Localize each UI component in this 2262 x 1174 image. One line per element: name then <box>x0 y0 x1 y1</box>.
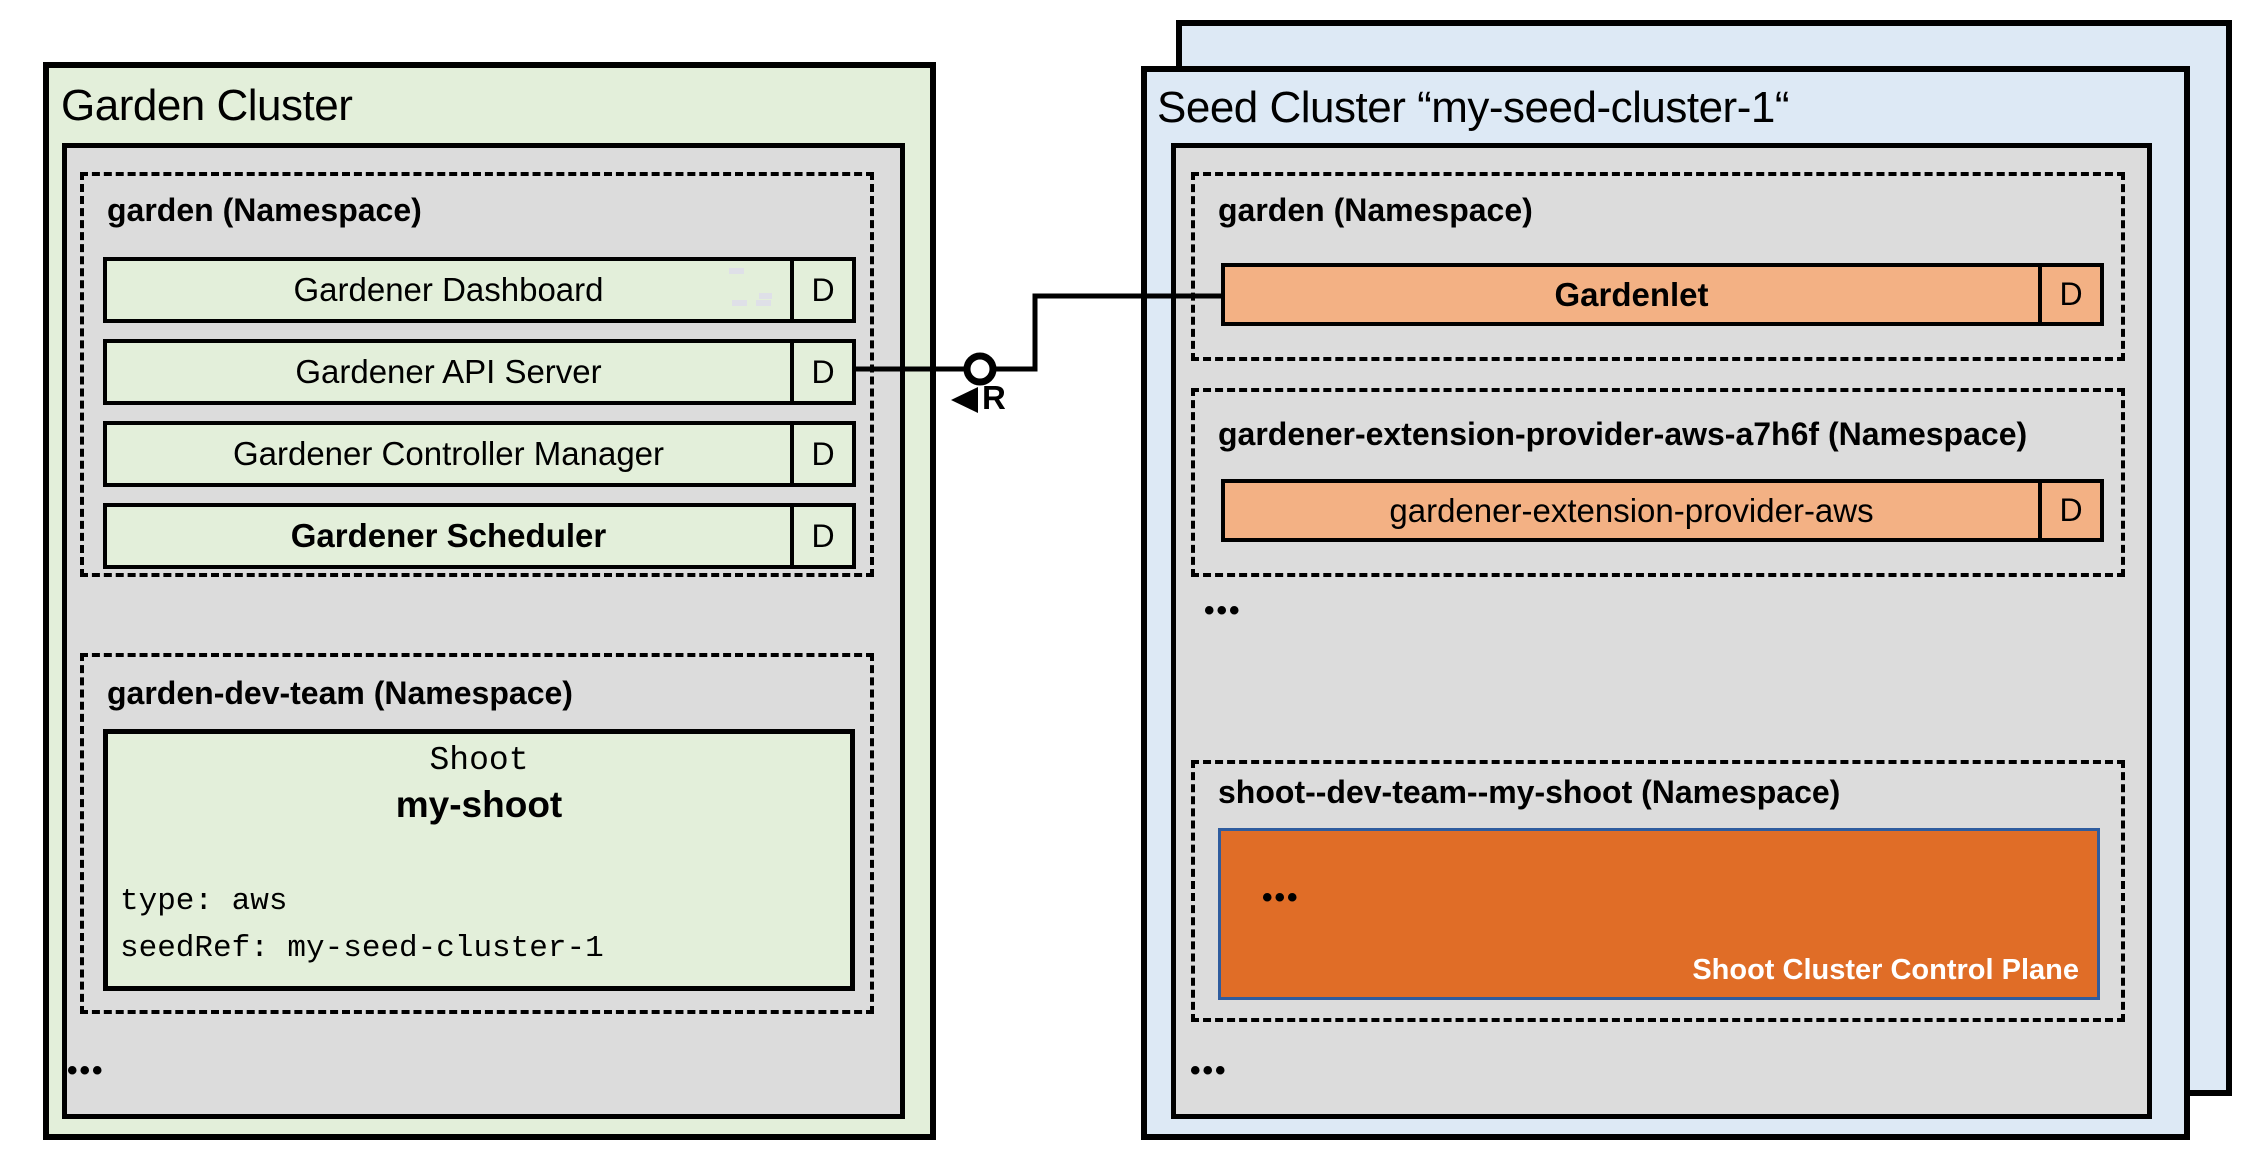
namespace-garden-seed: garden (Namespace) Gardenlet D <box>1191 172 2125 361</box>
component-label: gardener-extension-provider-aws <box>1389 491 1874 529</box>
deployment-badge: D <box>2038 483 2100 538</box>
component-label: Gardener Dashboard <box>293 271 604 308</box>
seed-cluster: Seed Cluster “my-seed-cluster-1“ garden … <box>1141 66 2190 1140</box>
deployment-badge: D <box>790 261 852 319</box>
more-namespaces-indicator: ••• <box>1204 594 1242 627</box>
deployment-badge: D <box>790 343 852 401</box>
garden-cluster: Garden Cluster garden (Namespace) Garden… <box>43 62 936 1140</box>
reconcile-label: R <box>982 379 1006 416</box>
more-resources-indicator: ••• <box>67 1054 105 1087</box>
component-label: Gardener Controller Manager <box>232 435 665 472</box>
component-extension-provider-aws: gardener-extension-provider-aws D <box>1221 479 2104 542</box>
component-gardener-controller-manager: Gardener Controller Manager D <box>103 421 856 487</box>
namespace-garden-label: garden (Namespace) <box>107 192 422 228</box>
namespace-extension-provider-aws: gardener-extension-provider-aws-a7h6f (N… <box>1191 388 2125 577</box>
component-label: Gardenlet <box>1554 275 1709 313</box>
shoot-resource-card: Shoot my-shoot type: aws seedRef: my-see… <box>103 729 855 991</box>
namespace-garden-dev-team: garden-dev-team (Namespace) Shoot my-sho… <box>80 653 874 1014</box>
component-label: Gardener API Server <box>295 353 602 390</box>
component-label: Gardener Scheduler <box>290 517 607 554</box>
garden-cluster-panel: garden (Namespace) Gardener Dashboard D … <box>62 143 905 1119</box>
shoot-cluster-control-plane: ••• Shoot Cluster Control Plane <box>1218 828 2100 1000</box>
deployment-badge: D <box>790 425 852 483</box>
shoot-kind: Shoot <box>429 742 529 779</box>
garden-cluster-title: Garden Cluster <box>61 81 353 130</box>
shoot-spec-seedref: seedRef: my-seed-cluster-1 <box>120 931 604 966</box>
more-resources-indicator-seed: ••• <box>1190 1054 1228 1087</box>
seed-cluster-title: Seed Cluster “my-seed-cluster-1“ <box>1157 83 1789 132</box>
namespace-garden-dev-team-label: garden-dev-team (Namespace) <box>107 675 573 711</box>
deployment-badge: D <box>790 507 852 565</box>
seed-cluster-panel: garden (Namespace) Gardenlet D gardener-… <box>1171 143 2152 1119</box>
component-gardener-scheduler: Gardener Scheduler D <box>103 503 856 569</box>
namespace-garden-seed-label: garden (Namespace) <box>1218 192 1533 228</box>
control-plane-label: Shoot Cluster Control Plane <box>1692 954 2079 986</box>
shoot-spec-type: type: aws <box>120 884 288 919</box>
deployment-badge: D <box>2038 267 2100 322</box>
component-gardenlet: Gardenlet D <box>1221 263 2104 326</box>
r-arrowhead-icon <box>951 387 978 413</box>
component-gardener-dashboard: Gardener Dashboard D <box>103 257 856 323</box>
control-plane-more-indicator: ••• <box>1262 881 1300 914</box>
namespace-extension-label: gardener-extension-provider-aws-a7h6f (N… <box>1218 416 2028 452</box>
namespace-garden: garden (Namespace) Gardener Dashboard D … <box>80 172 874 577</box>
namespace-shoot-label: shoot--dev-team--my-shoot (Namespace) <box>1218 774 1841 810</box>
shoot-name: my-shoot <box>395 784 563 825</box>
namespace-shoot-dev-team-my-shoot: shoot--dev-team--my-shoot (Namespace) ••… <box>1191 760 2125 1022</box>
component-gardener-api-server: Gardener API Server D <box>103 339 856 405</box>
